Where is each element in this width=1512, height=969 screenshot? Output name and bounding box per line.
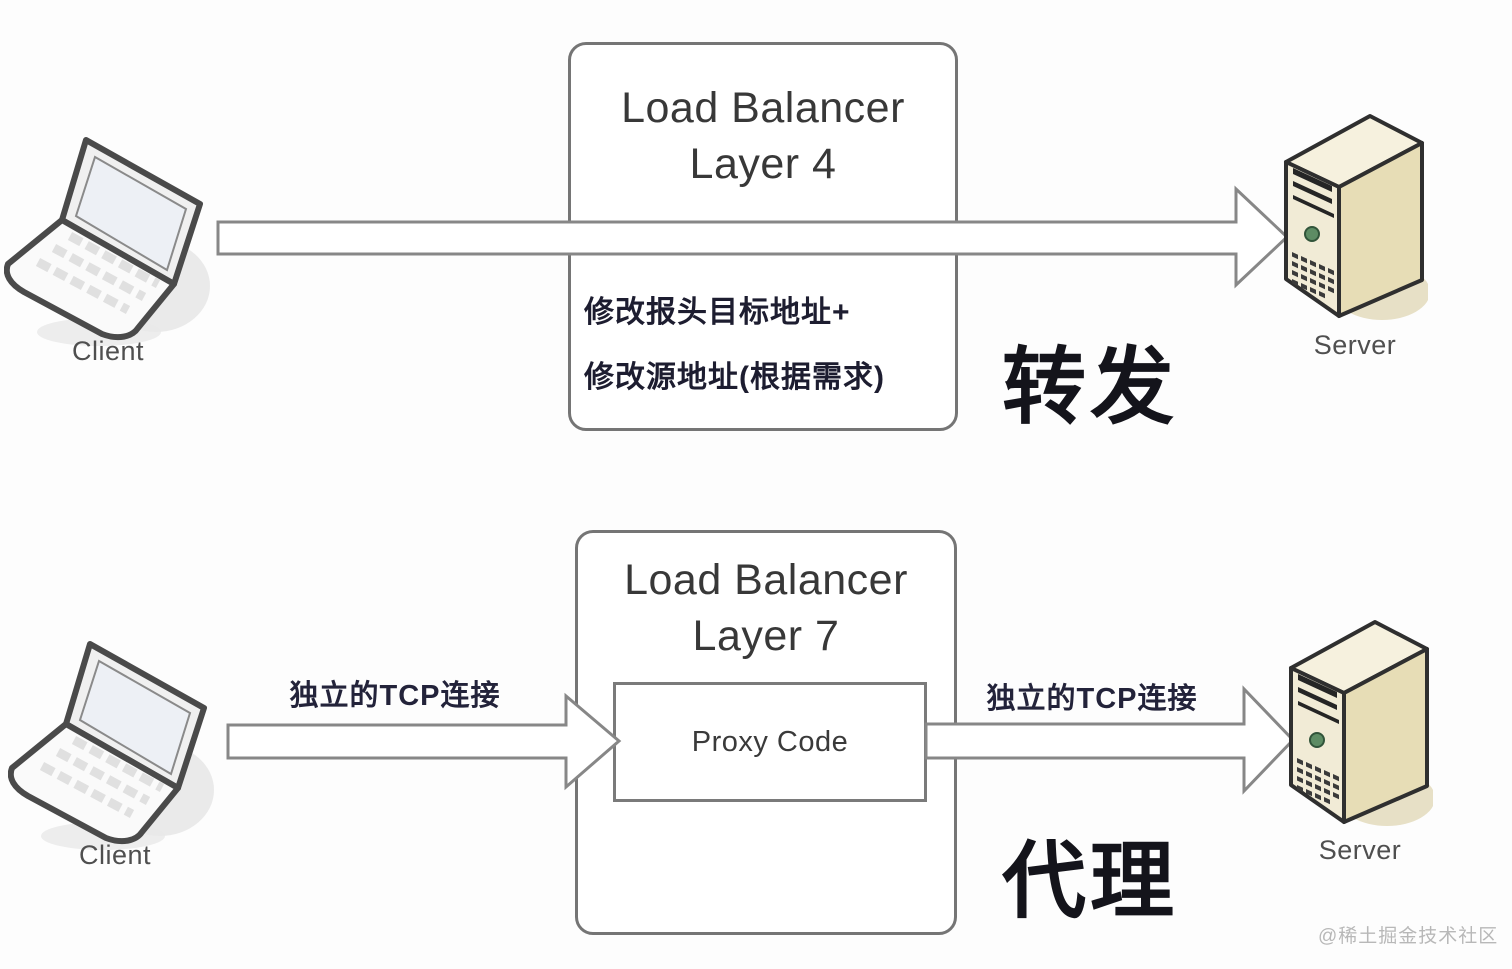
client-to-proxy-arrow <box>226 692 622 791</box>
layer4-title-line1: Load Balancer <box>621 84 905 132</box>
layer4-box-title: Load Balancer Layer 4 <box>571 45 955 193</box>
client-label: Client <box>71 336 145 366</box>
left-tcp-connection-label: 独立的TCP连接 <box>289 680 501 712</box>
layer4-title-line2: Layer 4 <box>689 139 837 188</box>
watermark: @稀土掘金技术社区 <box>1318 926 1499 947</box>
server-label: Server <box>1318 835 1402 865</box>
layer7-title-line1: Load Balancer <box>624 556 908 604</box>
client-label: Client <box>78 840 152 870</box>
layer4-note-line2: 修改源地址(根据需求) <box>584 361 885 394</box>
proxy-to-server-arrow <box>924 685 1296 795</box>
client-laptop-icon <box>8 641 214 850</box>
server-tower-icon <box>1284 114 1428 320</box>
layer7-box-title: Load Balancer Layer 7 <box>578 533 954 665</box>
proxy-code-box: Proxy Code <box>613 682 927 802</box>
server-tower-icon <box>1289 620 1433 826</box>
right-tcp-connection-label: 独立的TCP连接 <box>986 683 1198 715</box>
layer4-note-line1: 修改报头目标地址+ <box>584 296 851 329</box>
proxy-mode-label: 代理 <box>1002 834 1179 928</box>
server-label: Server <box>1313 330 1397 360</box>
client-laptop-icon <box>4 137 210 346</box>
forward-mode-label: 转发 <box>1002 340 1179 434</box>
forward-arrow <box>216 185 1290 289</box>
layer7-title-line2: Layer 7 <box>692 611 840 660</box>
proxy-code-label: Proxy Code <box>691 725 849 758</box>
